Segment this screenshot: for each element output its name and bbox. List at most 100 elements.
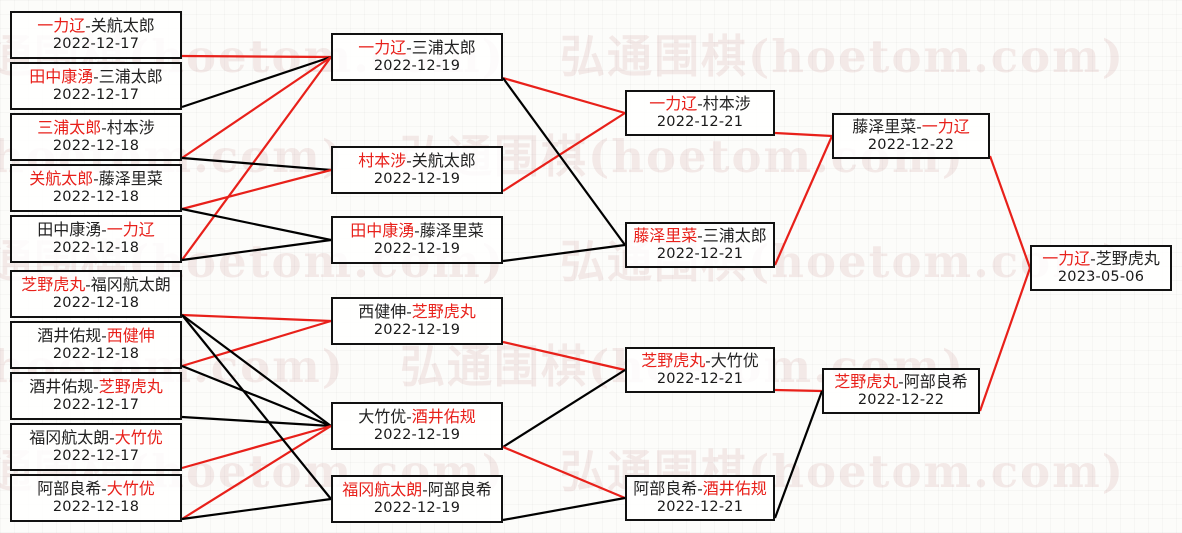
player-right: 酒井佑规 bbox=[702, 478, 767, 498]
match-date: 2022-12-19 bbox=[373, 322, 461, 339]
match-players: 田中康湧-三浦太郎 bbox=[29, 66, 163, 87]
match-players: 芝野虎丸-阿部良希 bbox=[834, 371, 968, 392]
player-separator: - bbox=[85, 274, 91, 294]
match-date: 2022-12-18 bbox=[52, 499, 140, 516]
player-right: 村本涉 bbox=[106, 117, 155, 137]
connector-r2m1-to-r3m1 bbox=[502, 76, 626, 115]
connector-r1m10-to-r2m6 bbox=[181, 497, 332, 521]
match-date: 2022-12-21 bbox=[656, 499, 744, 516]
player-right: 福冈航太朗 bbox=[90, 274, 171, 294]
player-separator: - bbox=[697, 225, 703, 245]
match-date: 2022-12-21 bbox=[656, 114, 744, 131]
connector-r1m1-to-r2m1 bbox=[181, 54, 332, 59]
player-left: 芝野虎丸 bbox=[21, 274, 86, 294]
match-date: 2022-12-19 bbox=[373, 171, 461, 188]
match-date: 2022-12-22 bbox=[867, 137, 955, 154]
match-players: 一力辽-关航太郎 bbox=[37, 15, 154, 36]
connector-r2m5-to-r3m4 bbox=[502, 445, 626, 500]
connector-r1m3-to-r2m1 bbox=[181, 56, 332, 159]
match-date: 2022-12-17 bbox=[52, 397, 140, 414]
match-players: 阿部良希-大竹优 bbox=[37, 478, 154, 499]
player-left: 藤泽里菜 bbox=[633, 225, 698, 245]
match-date: 2022-12-17 bbox=[52, 36, 140, 53]
player-right: 大竹优 bbox=[710, 350, 759, 370]
connector-r1m4-to-r2m2 bbox=[181, 168, 332, 211]
player-separator: - bbox=[101, 219, 107, 239]
connector-r2m2-to-r3m1 bbox=[502, 112, 626, 192]
player-right: 大竹优 bbox=[114, 427, 163, 447]
match-date: 2022-12-18 bbox=[52, 295, 140, 312]
match-players: 福冈航太朗-阿部良希 bbox=[342, 480, 491, 500]
player-left: 芝野虎丸 bbox=[834, 371, 899, 391]
player-right: 阿部良希 bbox=[903, 371, 968, 391]
player-left: 田中康湧 bbox=[37, 219, 102, 239]
connector-r2m5-to-r3m3 bbox=[502, 369, 626, 448]
player-right: 三浦太郎 bbox=[411, 37, 476, 57]
match-date: 2022-12-21 bbox=[656, 371, 744, 388]
match-date: 2022-12-17 bbox=[52, 448, 140, 465]
connector-r1m10-to-r2m5 bbox=[181, 425, 332, 520]
player-right: 三浦太郎 bbox=[98, 66, 163, 86]
player-left: 一力辽 bbox=[1042, 248, 1091, 268]
player-right: 藤泽里菜 bbox=[419, 220, 484, 240]
player-left: 一力辽 bbox=[358, 37, 407, 57]
connector-r2m1-to-r3m2 bbox=[502, 77, 626, 246]
match-players: 酒井佑规-西健伸 bbox=[37, 325, 155, 346]
player-right: 西健伸 bbox=[106, 325, 155, 345]
player-left: 关航太郎 bbox=[29, 168, 94, 188]
connector-r1m3-to-r2m2 bbox=[181, 156, 332, 172]
player-right: 一力辽 bbox=[921, 116, 970, 136]
connector-r1m6-to-r2m5 bbox=[181, 314, 332, 427]
match-players: 福冈航太朗-大竹优 bbox=[29, 427, 163, 448]
connector-r2m3-to-r3m2 bbox=[502, 243, 626, 263]
player-left: 阿部良希 bbox=[37, 478, 102, 498]
connector-r1m9-to-r2m5 bbox=[181, 424, 332, 470]
player-right: 芝野虎丸 bbox=[411, 301, 476, 321]
match-date: 2023-05-06 bbox=[1057, 269, 1145, 286]
match-players: 关航太郎-藤泽里菜 bbox=[29, 168, 162, 189]
connector-r3m3-to-sf2 bbox=[774, 388, 823, 393]
match-date: 2022-12-18 bbox=[52, 346, 140, 363]
player-left: 一力辽 bbox=[649, 93, 698, 113]
match-date: 2022-12-18 bbox=[52, 189, 140, 206]
connector-sf2-to-f1 bbox=[978, 267, 1032, 412]
player-right: 村本涉 bbox=[702, 93, 751, 113]
player-left: 田中康湧 bbox=[29, 66, 94, 86]
player-separator: - bbox=[109, 427, 115, 447]
player-left: 酒井佑规 bbox=[29, 376, 94, 396]
player-right: 关航太郎 bbox=[411, 150, 476, 170]
match-players: 阿部良希-酒井佑规 bbox=[633, 478, 767, 499]
match-players: 藤泽里菜-一力辽 bbox=[852, 116, 970, 137]
match-date: 2022-12-19 bbox=[373, 427, 461, 444]
player-left: 一力辽 bbox=[37, 15, 86, 35]
player-separator: - bbox=[406, 150, 412, 170]
match-date: 2022-12-18 bbox=[52, 138, 140, 155]
player-separator: - bbox=[1090, 248, 1096, 268]
connector-r1m2-to-r2m1 bbox=[181, 55, 332, 109]
match-players: 藤泽里菜-三浦太郎 bbox=[633, 225, 766, 246]
